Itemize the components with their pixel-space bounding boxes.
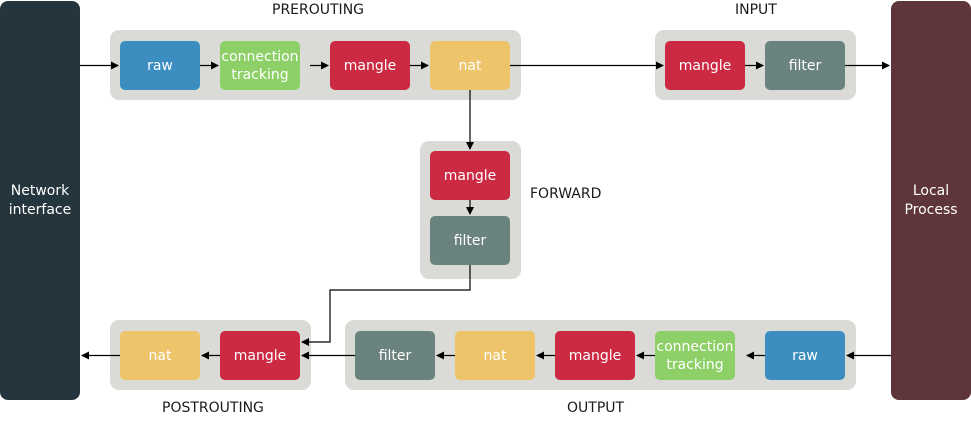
prerouting-label: PREROUTING — [272, 2, 365, 18]
prerouting-nat-label: nat — [458, 57, 482, 74]
output-mangle-label: mangle — [568, 347, 622, 364]
forward-mangle-label: mangle — [443, 167, 497, 184]
output-raw-table: raw — [765, 331, 845, 380]
local-process-label: Local Process — [904, 182, 958, 218]
prerouting-raw-label: raw — [147, 57, 173, 74]
output-connection-tracking-label: connection tracking — [656, 338, 734, 373]
output-raw-label: raw — [792, 347, 818, 364]
network-interface: Network interface — [0, 1, 80, 400]
arrow-forward-filter-to-postrouting — [301, 265, 471, 346]
output-filter-label: filter — [378, 347, 412, 364]
output-mangle-table: mangle — [555, 331, 635, 380]
input-label: INPUT — [735, 2, 777, 18]
prerouting-connection-tracking: connection tracking — [220, 41, 300, 90]
forward-mangle-table: mangle — [430, 151, 510, 200]
output-label: OUTPUT — [567, 400, 625, 416]
forward-filter-table: filter — [430, 216, 510, 265]
forward-label: FORWARD — [530, 186, 602, 202]
input-mangle-label: mangle — [678, 57, 732, 74]
output-nat-label: nat — [483, 347, 507, 364]
input-filter-label: filter — [788, 57, 822, 74]
postrouting-mangle-table: mangle — [220, 331, 300, 380]
prerouting-connection-tracking-label: connection tracking — [221, 48, 299, 83]
input-filter-table: filter — [765, 41, 845, 90]
prerouting-raw-table: raw — [120, 41, 200, 90]
output-filter-table: filter — [355, 331, 435, 380]
output-connection-tracking: connection tracking — [655, 331, 735, 380]
postrouting-nat-label: nat — [148, 347, 172, 364]
local-process: Local Process — [891, 1, 971, 400]
postrouting-label: POSTROUTING — [162, 400, 264, 416]
input-mangle-table: mangle — [665, 41, 745, 90]
prerouting-nat-table: nat — [430, 41, 510, 90]
postrouting-nat-table: nat — [120, 331, 200, 380]
forward-filter-label: filter — [453, 232, 487, 249]
prerouting-mangle-table: mangle — [330, 41, 410, 90]
output-nat-table: nat — [455, 331, 535, 380]
prerouting-mangle-label: mangle — [343, 57, 397, 74]
network-interface-label: Network interface — [8, 182, 72, 218]
postrouting-mangle-label: mangle — [233, 347, 287, 364]
